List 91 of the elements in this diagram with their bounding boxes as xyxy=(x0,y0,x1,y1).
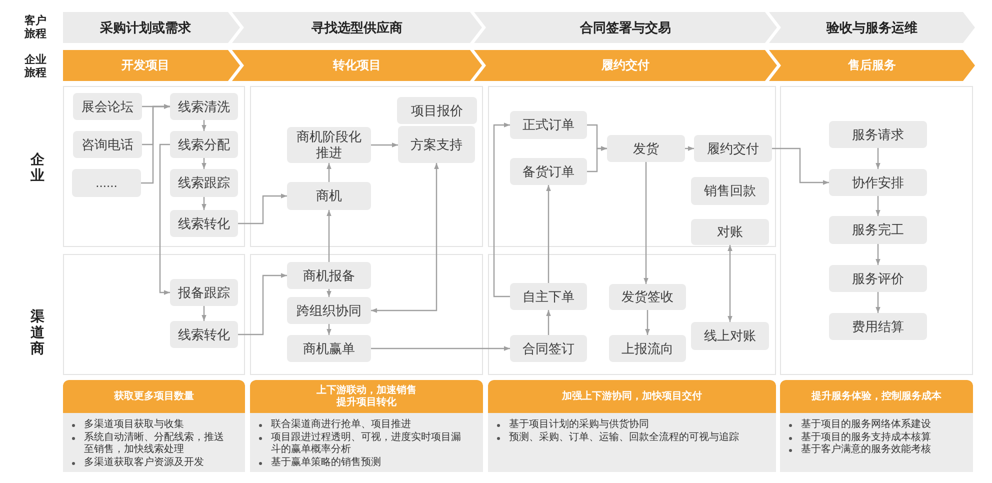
process-box: 线索转化 xyxy=(170,210,238,237)
flow-arrow xyxy=(876,244,880,265)
summary-card xyxy=(780,380,973,472)
process-box: 服务完工 xyxy=(829,216,927,244)
double-headed-arrow xyxy=(728,245,732,322)
process-box: 线上对账 xyxy=(691,322,769,350)
flow-arrow xyxy=(876,292,880,313)
bullet-text: 项目跟进过程透明、可视，进度实时项目漏斗的赢单概率分析 xyxy=(271,432,462,456)
process-box: 展会论坛 xyxy=(73,93,142,120)
card-header: 加强上下游协同，加快项目交付 xyxy=(488,380,776,413)
flow-arrow xyxy=(202,158,206,169)
flow-arrow xyxy=(326,324,332,335)
process-box: 线索清洗 xyxy=(170,93,238,120)
process-box: 销售回款 xyxy=(691,177,769,205)
process-box: 合同签订 xyxy=(510,335,587,362)
stage-banner: 采购计划或需求 xyxy=(63,12,240,43)
flow-arrow xyxy=(546,185,551,283)
process-box: 咨询电话 xyxy=(73,131,142,158)
bullet-text: 基于项目的服务网络体系建设 xyxy=(801,419,932,432)
stage-banner: 验收与服务运维 xyxy=(769,12,975,43)
process-box: 线索转化 xyxy=(170,321,238,348)
flow-arrow xyxy=(685,146,694,151)
process-box: 协作安排 xyxy=(829,169,927,196)
flow-arrow xyxy=(772,148,829,185)
process-box: 方案支持 xyxy=(398,126,475,163)
process-box: 线索分配 xyxy=(170,131,238,158)
process-box: 商机赢单 xyxy=(287,335,371,362)
flow-arrow xyxy=(202,120,206,131)
process-box: 线索跟踪 xyxy=(170,169,238,197)
process-box: 发货 xyxy=(607,135,685,162)
flow-arrow xyxy=(159,144,170,295)
process-box: 履约交付 xyxy=(694,135,772,162)
summary-card xyxy=(488,380,776,472)
flow-arrow xyxy=(326,210,332,262)
stage-banner: 寻找选型供应商 xyxy=(232,12,482,43)
flow-arrow xyxy=(645,310,650,335)
card-header: 提升服务体验，控制服务成本 xyxy=(780,380,973,413)
stage-banner: 售后服务 xyxy=(769,50,975,81)
bullet-text: 系统自动清晰、分配线索，推送至销售，加快线索处理 xyxy=(84,432,225,456)
double-headed-arrow xyxy=(371,163,439,313)
process-box: 发货签收 xyxy=(609,284,686,310)
bullet-text: 多渠道项目获取与收集 xyxy=(84,419,185,432)
process-box: 正式订单 xyxy=(510,111,587,139)
process-box: 费用结算 xyxy=(829,313,927,340)
summary-card xyxy=(63,380,245,472)
flow-arrow xyxy=(546,310,551,335)
flow-arrow xyxy=(876,196,880,216)
stage-banner: 开发项目 xyxy=(63,50,240,81)
process-box: 项目报价 xyxy=(397,97,477,124)
process-box: 跨组织协同 xyxy=(287,297,371,324)
flow-arrow xyxy=(371,142,398,148)
flow-arrow xyxy=(238,273,287,336)
row-label: 客户旅程 xyxy=(24,15,48,41)
flow-arrow xyxy=(202,306,206,321)
flow-arrow xyxy=(202,197,206,210)
flow-arrow xyxy=(238,194,287,224)
process-box: 服务评价 xyxy=(829,265,927,292)
flow-arrow xyxy=(493,122,510,298)
process-box: 上报流向 xyxy=(609,335,686,362)
process-box: 商机报备 xyxy=(287,262,371,289)
flow-arrow xyxy=(644,162,648,284)
card-header: 上下游联动，加速销售提升项目转化 xyxy=(250,380,483,413)
row-label: 企业旅程 xyxy=(24,54,48,80)
bullet-text: 基于赢单策略的销售预测 xyxy=(271,456,382,469)
bullet-text: 基于客户满意的服务效能考核 xyxy=(801,444,932,456)
bullet-text: 多渠道获取客户资源及开发 xyxy=(84,456,205,469)
flow-arrow xyxy=(587,146,607,172)
flow-arrow xyxy=(326,289,332,297)
stage-banner: 履约交付 xyxy=(474,50,777,81)
bullet-text: 基于项目的服务支持成本核算 xyxy=(801,432,932,444)
row-label: 渠道商 xyxy=(30,308,46,356)
process-box: 商机 xyxy=(287,182,371,210)
flow-arrow xyxy=(876,148,880,169)
process-box: 报备跟踪 xyxy=(170,279,238,306)
process-box: 自主下单 xyxy=(510,283,587,310)
process-box: 服务请求 xyxy=(829,121,927,148)
process-box: 备货订单 xyxy=(510,158,587,185)
summary-card xyxy=(250,380,483,472)
process-box: ...... xyxy=(72,169,141,197)
process-box: 对账 xyxy=(691,219,769,245)
bullet-text: 预测、采购、订单、运输、回款全流程的可视与追踪 xyxy=(509,432,740,444)
stage-banner: 合同签署与交易 xyxy=(474,12,777,43)
row-label: 企业 xyxy=(30,151,46,183)
card-header: 获取更多项目数量 xyxy=(63,380,245,413)
bullet-text: 基于项目计划的采购与供货协同 xyxy=(509,419,650,432)
process-box: 商机阶段化推进 xyxy=(287,127,371,163)
flow-arrow xyxy=(326,163,332,182)
flow-arrow xyxy=(141,104,170,184)
stage-banner: 转化项目 xyxy=(232,50,482,81)
flow-arrow xyxy=(371,346,510,351)
bullet-text: 联合渠道商进行抢单、项目推进 xyxy=(271,419,412,432)
